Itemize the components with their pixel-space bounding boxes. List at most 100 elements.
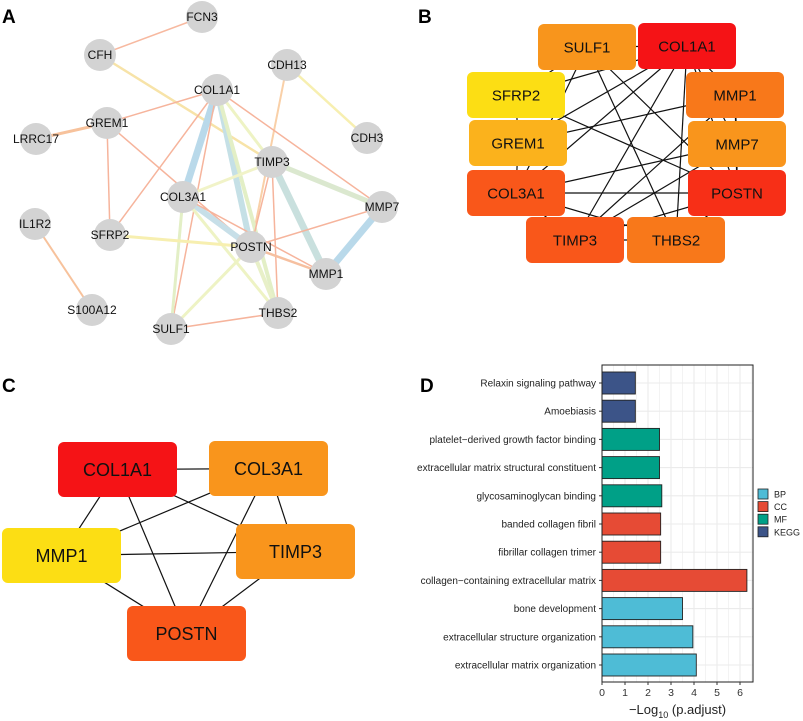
node-box — [638, 23, 736, 69]
node-box — [209, 441, 328, 496]
node-label: COL1A1 — [194, 83, 240, 97]
node-box — [688, 170, 786, 216]
x-tick-label: 1 — [622, 687, 628, 699]
node-circle — [271, 49, 303, 81]
x-label-main: −Log — [629, 702, 658, 717]
edge-col1a1-sfrp2 — [109, 89, 218, 236]
bar-fibrillar-collagen-trimer — [601, 540, 662, 564]
edge-fcn3-cfh — [99, 16, 203, 56]
node-label: POSTN — [230, 240, 271, 254]
node-box — [469, 120, 567, 166]
edge-cfh-timp3 — [99, 53, 273, 164]
node-circle — [76, 294, 108, 326]
legend-swatch — [757, 501, 769, 513]
node-grem1: GREM1 — [469, 120, 567, 166]
node-circle — [84, 39, 116, 71]
y-tick-label: fibrillar collagen trimer — [498, 548, 596, 559]
node-label: MMP1 — [713, 87, 756, 104]
node-mmp1: MMP1 — [686, 72, 784, 118]
node-label: CDH13 — [267, 58, 307, 72]
node-cdh3: CDH3 — [351, 122, 384, 154]
edge-col1a1-postn — [686, 45, 738, 194]
node-label: THBS2 — [652, 232, 700, 249]
bar-bone-development — [601, 597, 683, 621]
node-label: GREM1 — [86, 116, 129, 130]
node-col3a1: COL3A1 — [160, 181, 206, 213]
legend-swatch — [757, 526, 769, 538]
bar-platelet-derived-growth-factor-binding — [601, 427, 660, 451]
enrichment-bar-chart: Relaxin signaling pathwayAmoebiasisplate… — [417, 364, 800, 720]
node-box — [686, 72, 784, 118]
edge-timp3-mmp1 — [268, 160, 330, 276]
node-box — [688, 121, 786, 167]
node-label: S100A12 — [67, 303, 117, 317]
node-col3a1: COL3A1 — [467, 170, 565, 216]
node-sulf1: SULF1 — [152, 313, 190, 345]
legend-swatch — [757, 488, 769, 500]
panel-label-d: D — [420, 376, 434, 397]
node-label: CDH3 — [351, 131, 384, 145]
edge-postn-sulf1 — [169, 245, 253, 331]
edge-col1a1-col3a1 — [179, 88, 221, 199]
node-circle — [19, 208, 51, 240]
node-timp3: TIMP3 — [236, 524, 355, 579]
node-circle — [155, 313, 187, 345]
edge-sulf1-postn — [586, 46, 738, 194]
node-label: GREM1 — [491, 135, 544, 152]
node-box — [467, 170, 565, 216]
node-postn: POSTN — [127, 606, 246, 661]
node-label: COL3A1 — [234, 459, 303, 479]
node-label: TIMP3 — [553, 232, 597, 249]
node-label: SFRP2 — [91, 228, 130, 242]
node-label: THBS2 — [259, 306, 298, 320]
node-col3a1: COL3A1 — [209, 441, 328, 496]
edge-timp3-mmp7 — [271, 159, 383, 210]
node-label: TIMP3 — [254, 155, 290, 169]
y-tick-label: collagen−containing extracellular matrix — [421, 576, 596, 587]
edge-sulf1-thbs2 — [586, 46, 677, 241]
node-col1a1: COL1A1 — [638, 23, 736, 69]
node-lrrc17: LRRC17 — [13, 123, 59, 155]
node-circle — [351, 122, 383, 154]
x-label-subscript: 10 — [658, 710, 668, 720]
bar-collagen-containing-extracellular-matrix — [601, 568, 748, 592]
node-sulf1: SULF1 — [538, 24, 636, 70]
node-cdh13: CDH13 — [267, 49, 307, 81]
edge-sulf1-thbs2 — [170, 312, 279, 330]
legend-label: BP — [774, 490, 786, 500]
x-tick-label: 6 — [737, 687, 743, 699]
bar-relaxin-signaling-pathway — [601, 371, 636, 395]
legend-swatch — [757, 513, 769, 525]
edge-cdh13-cdh3 — [286, 64, 368, 139]
node-label: MMP1 — [35, 546, 87, 566]
node-thbs2: THBS2 — [627, 217, 725, 263]
node-label: COL1A1 — [658, 38, 716, 55]
edge-grem1-sfrp2 — [106, 122, 111, 236]
node-cfh: CFH — [84, 39, 116, 71]
node-label: MMP7 — [715, 136, 758, 153]
node-label: SULF1 — [564, 39, 611, 56]
node-circle — [366, 191, 398, 223]
node-box — [127, 606, 246, 661]
node-circle — [235, 231, 267, 263]
node-timp3: TIMP3 — [254, 146, 290, 178]
y-tick-label: Amoebiasis — [544, 407, 596, 418]
x-tick-label: 5 — [714, 687, 720, 699]
node-label: IL1R2 — [19, 217, 51, 231]
edge-sfrp2-postn — [109, 233, 252, 249]
x-label-rest: (p.adjust) — [668, 702, 726, 717]
panel-label-c: C — [2, 376, 16, 397]
node-fcn3: FCN3 — [186, 1, 218, 33]
edge-timp3-thbs2 — [271, 161, 279, 314]
legend-item-cc: CC — [757, 501, 787, 513]
node-box — [526, 217, 624, 263]
bar-extracellular-matrix-structural-constituent — [601, 456, 660, 480]
node-grem1: GREM1 — [86, 107, 129, 139]
node-circle — [310, 258, 342, 290]
node-mmp7: MMP7 — [688, 121, 786, 167]
y-tick-label: extracellular matrix organization — [455, 661, 596, 672]
